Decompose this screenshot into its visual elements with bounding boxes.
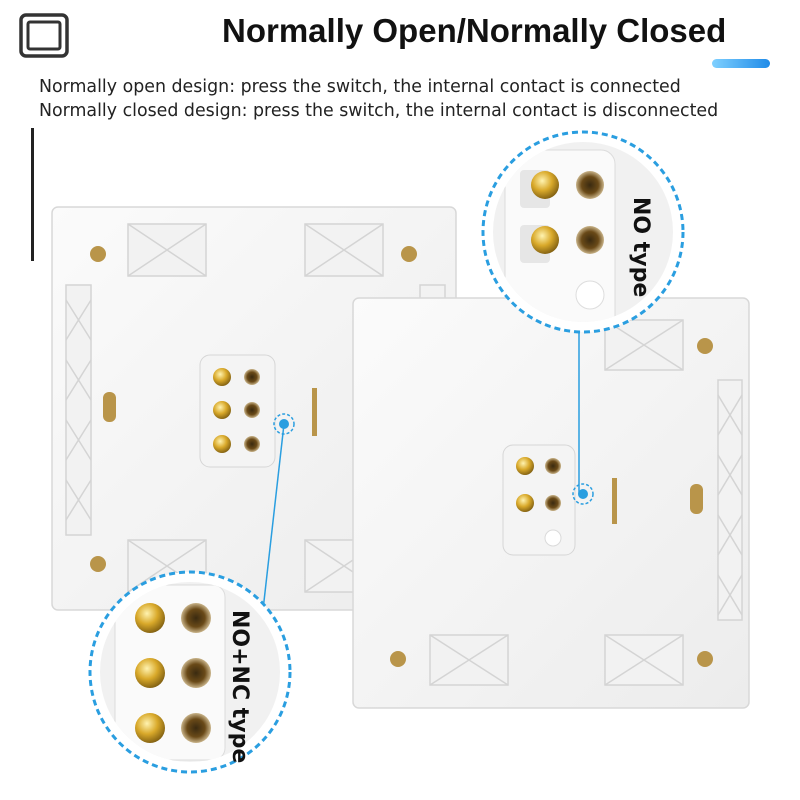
callout-no-type: NO type	[481, 130, 685, 334]
callout-connectors	[262, 330, 594, 611]
switch-icon	[19, 13, 69, 58]
nonc-type-label: NO+NC type	[227, 610, 252, 763]
page-title: Normally Open/Normally Closed	[222, 12, 727, 49]
no-type-label: NO type	[628, 197, 653, 297]
callout-nonc-type: NO+NC type	[88, 570, 292, 774]
title-accent-bar	[712, 59, 770, 68]
switch-plate-right	[352, 297, 750, 709]
divider-line	[31, 128, 34, 261]
description-normally-open: Normally open design: press the switch, …	[39, 77, 681, 97]
description-normally-closed: Normally closed design: press the switch…	[39, 101, 719, 121]
